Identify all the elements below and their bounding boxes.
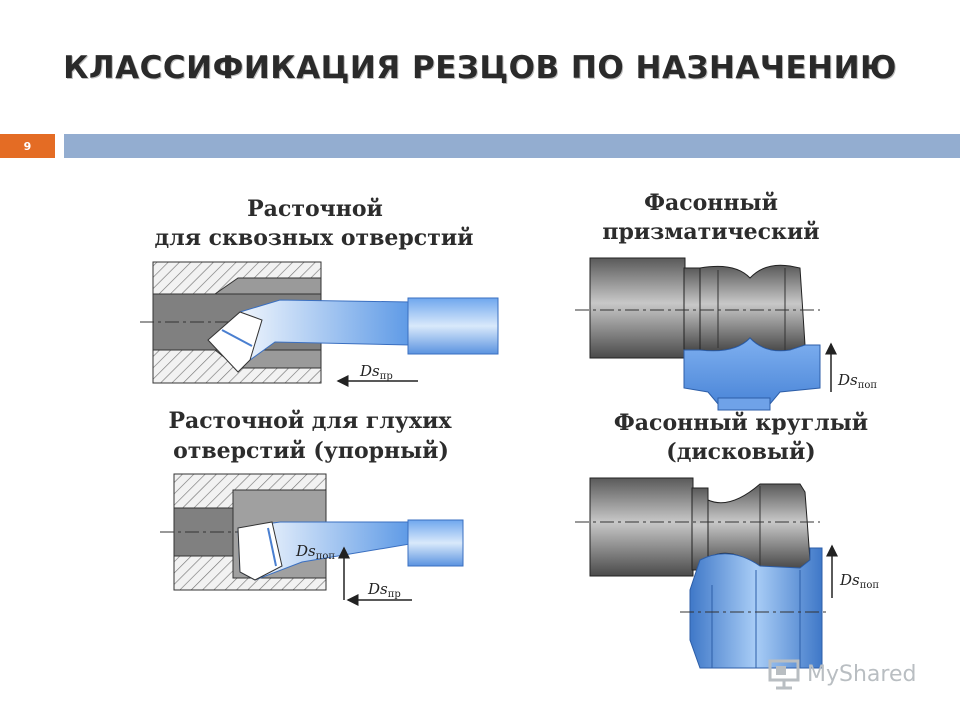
form-circular-title-line2: (дисковый) [666, 439, 815, 465]
svg-text:Dsпоп: Dsпоп [295, 542, 335, 562]
form-prismatic-feed-arrow: Dsпоп [825, 342, 877, 392]
form-prismatic-workpiece [575, 257, 820, 359]
form-prismatic-feed-label: Ds [837, 371, 858, 389]
through-bore-feed-arrow: Dsпр [336, 362, 418, 387]
blind-bore-title-line1: Расточной для глухих [168, 408, 452, 434]
svg-text:Dsпоп: Dsпоп [837, 371, 877, 391]
form-circular-workpiece [575, 477, 820, 577]
form-prismatic-title-line1: Фасонный [644, 190, 778, 216]
form-circular-feed-sub: поп [860, 580, 880, 591]
through-bore-cutter [207, 297, 499, 373]
panel-through-bore: Расточной для сквозных отверстий Dsпр [140, 196, 499, 387]
form-circular-feed-label: Ds [839, 571, 860, 589]
panel-form-prismatic: Фасонный призматический Dsпоп [575, 190, 877, 411]
blind-bore-cross-feed-sub: поп [316, 551, 336, 562]
watermark-text: MyShared [807, 661, 917, 687]
blind-bore-title-line2: отверстий (упорный) [173, 438, 449, 464]
blind-bore-cutter [237, 519, 464, 581]
form-circular-feed-arrow: Dsпоп [826, 544, 879, 598]
slide-title: КЛАССИФИКАЦИЯ РЕЗЦОВ ПО НАЗНАЧЕНИЮ [63, 50, 897, 86]
blind-bore-long-feed-arrow: Dsпр [346, 580, 412, 606]
panel-blind-bore: Расточной для глухих отверстий (упорный)… [160, 408, 464, 606]
through-bore-title-line2: для сквозных отверстий [155, 225, 474, 251]
watermark: MyShared [767, 657, 916, 691]
through-bore-title-line1: Расточной [247, 196, 383, 222]
blind-bore-long-feed-sub: пр [388, 589, 401, 600]
presentation-board-icon [768, 659, 800, 690]
form-prismatic-cutter [683, 337, 821, 411]
panel-form-circular: Фасонный круглый (дисковый) Dsпоп [575, 410, 879, 669]
through-bore-feed-sub: пр [380, 371, 393, 382]
svg-text:Dsпр: Dsпр [367, 580, 401, 600]
form-circular-title-line1: Фасонный круглый [614, 410, 868, 436]
form-prismatic-title-line2: призматический [602, 219, 819, 245]
blind-bore-long-feed-label: Ds [367, 580, 388, 598]
blind-bore-cross-feed-arrow: Dsпоп [295, 542, 350, 600]
form-circular-cutter [680, 547, 830, 669]
through-bore-feed-label: Ds [359, 362, 380, 380]
header-bar [64, 134, 960, 158]
svg-text:Dsпр: Dsпр [359, 362, 393, 382]
blind-bore-cross-feed-label: Ds [295, 542, 316, 560]
svg-text:Dsпоп: Dsпоп [839, 571, 879, 591]
page-number-badge: 9 [0, 134, 55, 158]
form-prismatic-feed-sub: поп [858, 380, 878, 391]
